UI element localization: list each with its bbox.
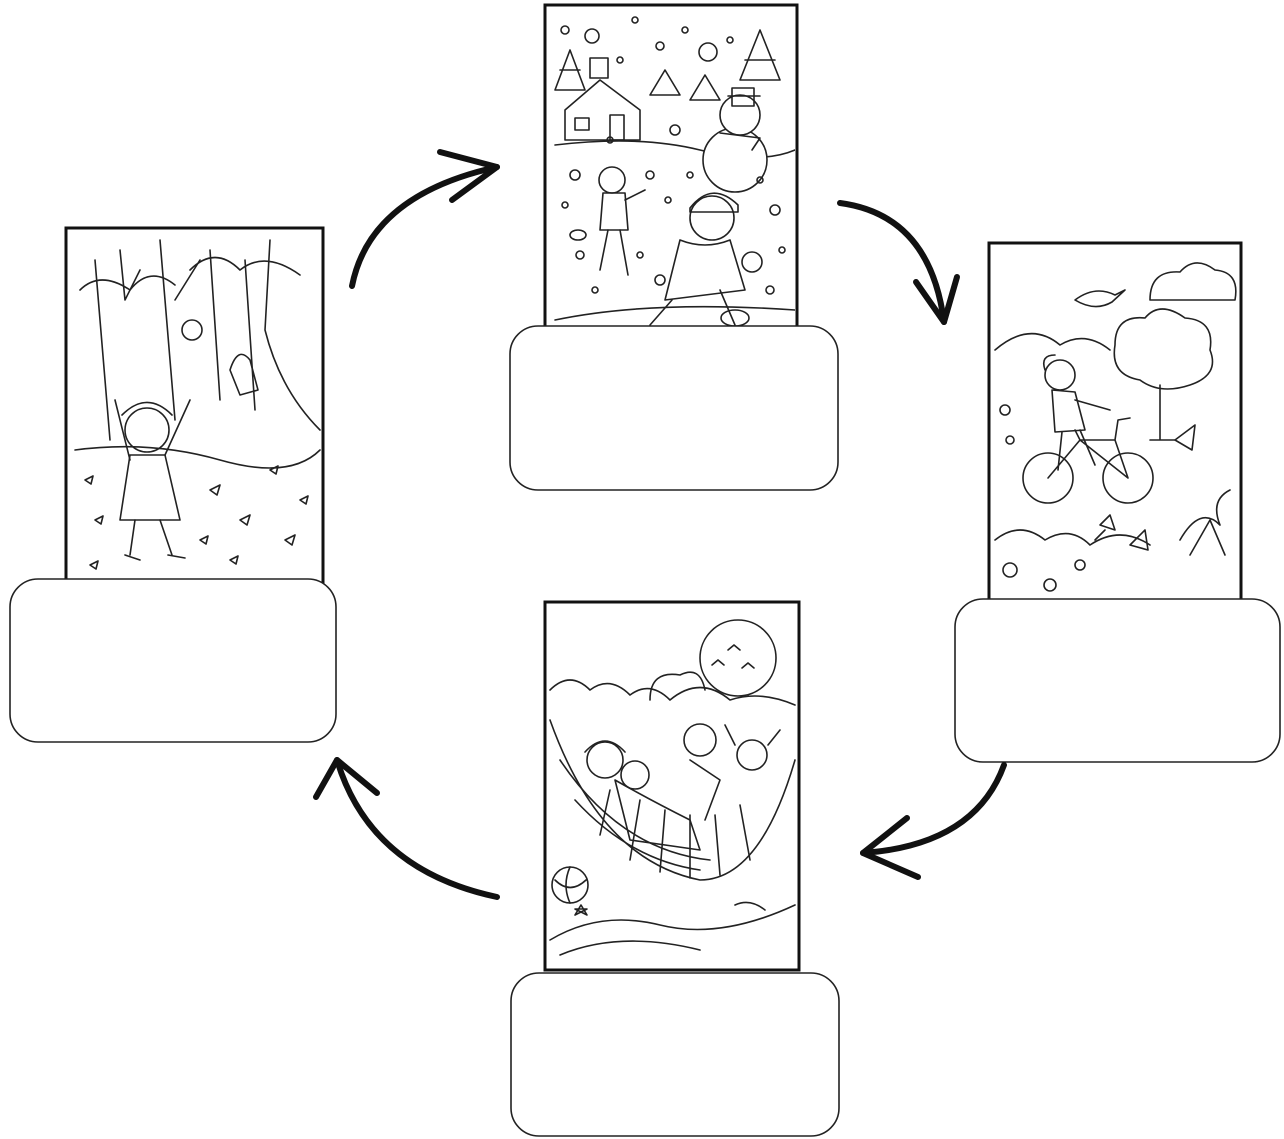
arrow-left-to-top (349, 149, 500, 289)
arrow-bottom-to-left-curve (334, 757, 500, 900)
label-box-top[interactable] (509, 325, 839, 491)
label-box-right[interactable] (954, 598, 1281, 763)
card-left-frame (64, 226, 325, 586)
arrow-bottom-to-left (313, 757, 500, 900)
bicycle-scene-illustration (994, 262, 1237, 592)
falling-leaves-scene-illustration (74, 239, 321, 570)
arrow-left-to-top-head (437, 149, 500, 203)
card-bottom (510, 600, 840, 1137)
label-box-bottom[interactable] (510, 972, 840, 1137)
arrow-right-to-bottom-curve (860, 762, 1007, 856)
arrow-top-to-right-head (913, 274, 960, 325)
arrow-right-to-bottom-head (860, 815, 921, 880)
arrow-right-to-bottom (860, 762, 1007, 880)
arrow-top-to-right-curve (837, 200, 947, 325)
label-box-left[interactable] (9, 578, 337, 743)
arrow-bottom-to-left-head (313, 757, 380, 800)
card-top (509, 3, 839, 491)
snow-scene-illustration (554, 16, 795, 327)
arrow-left-to-top-curve (349, 164, 500, 289)
card-left (9, 226, 337, 743)
hammock-scene-illustration (549, 619, 796, 956)
arrow-top-to-right (837, 200, 960, 325)
card-right-frame (987, 241, 1243, 605)
card-right (954, 241, 1281, 763)
snowflakes (560, 16, 786, 295)
card-bottom-frame (543, 600, 801, 972)
